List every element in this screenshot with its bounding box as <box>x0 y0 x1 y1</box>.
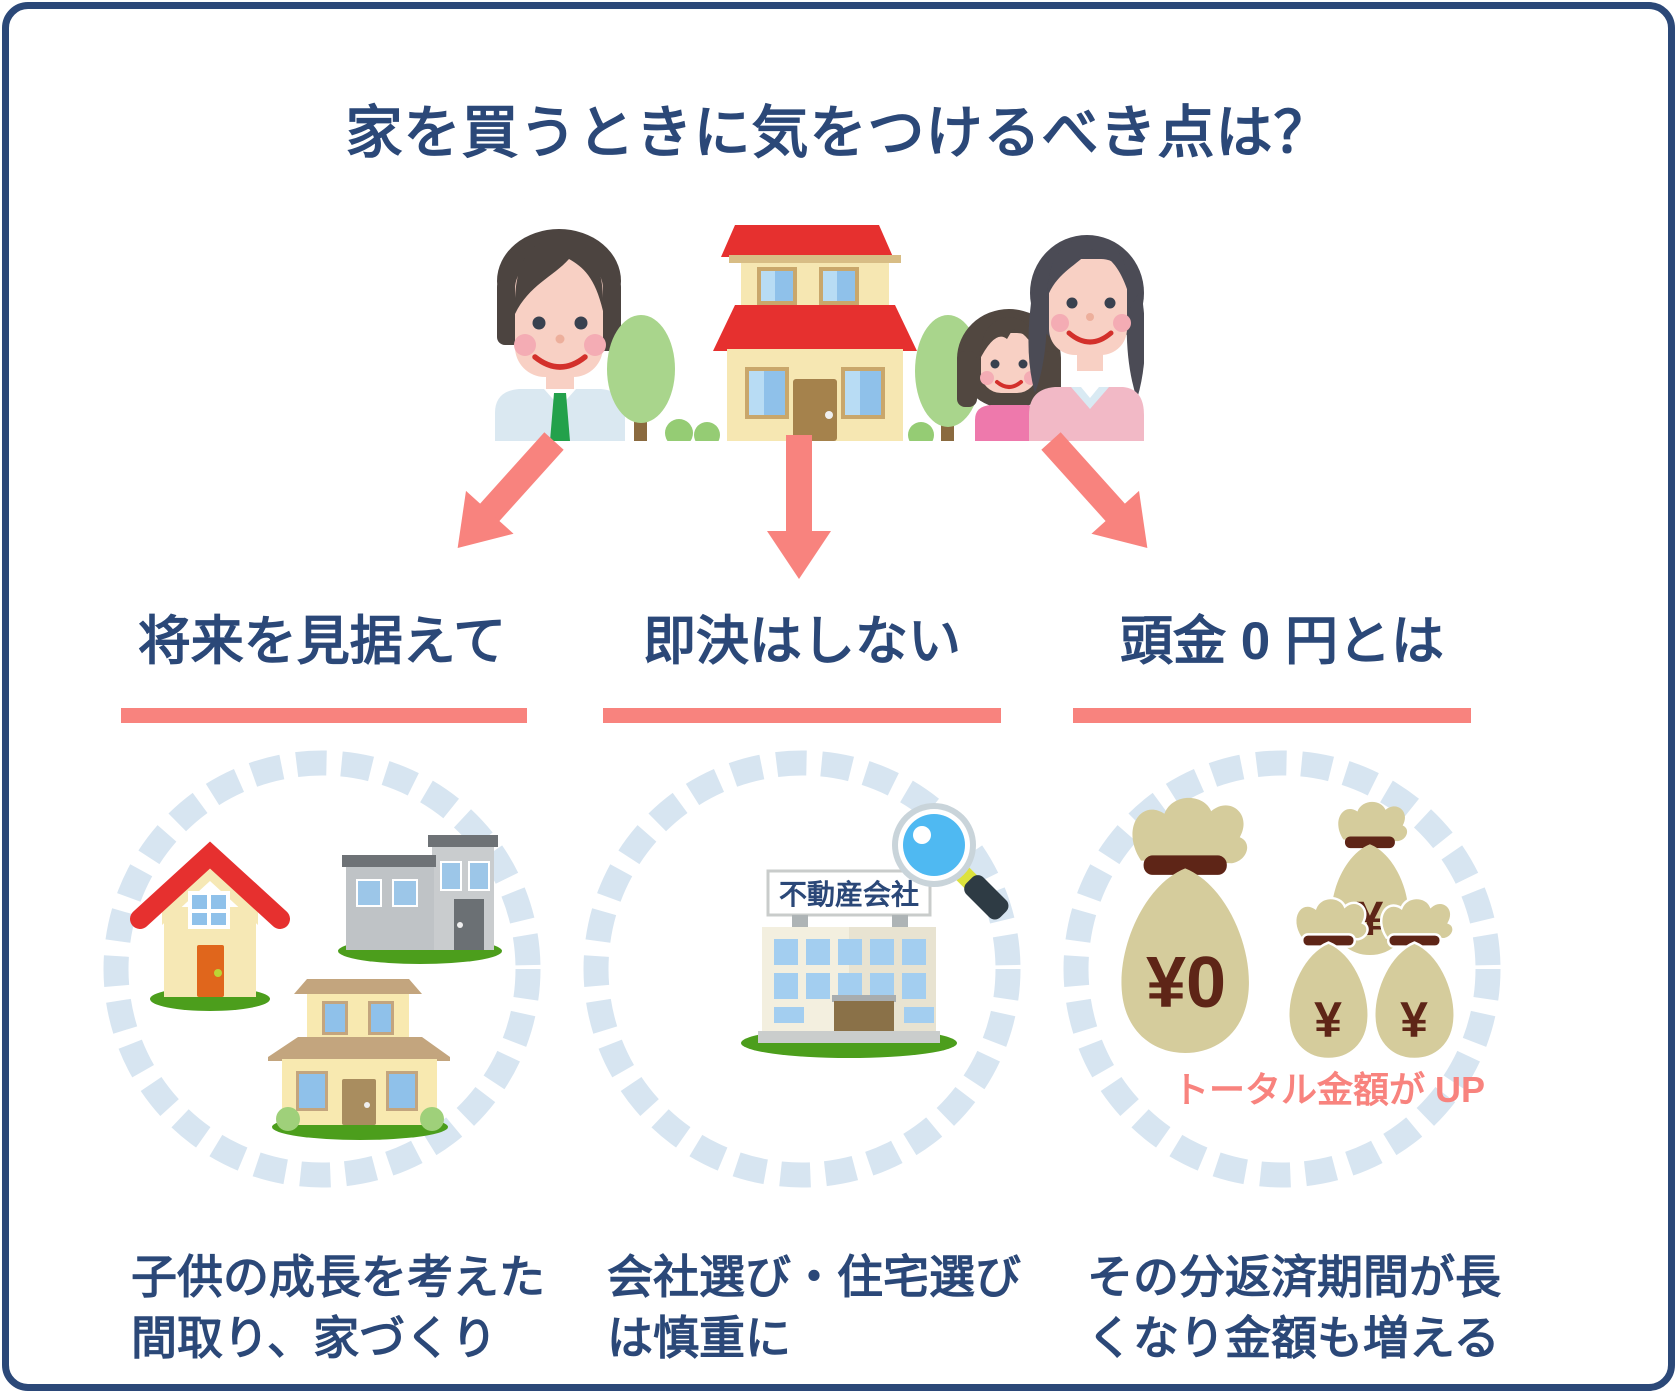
father-figure <box>495 229 625 441</box>
heading-underline <box>603 708 1001 723</box>
houses-circle-illustration <box>103 750 541 1188</box>
caption-future: 子供の成長を考えた間取り、家づくり <box>131 1247 571 1369</box>
heading-underline <box>121 708 527 723</box>
dashed-ring <box>103 750 541 1188</box>
yen-label: ¥ <box>1400 992 1428 1048</box>
small-red-roof-house <box>130 841 290 1011</box>
page-title: 家を買うときに気をつけるべき点は？ <box>345 101 1332 165</box>
house-illustration <box>694 225 934 441</box>
caption-no-snap-decision: 会社選び・住宅選びは慎重に <box>607 1247 1047 1369</box>
real-estate-circle-illustration: 不動産会社 <box>583 750 1021 1188</box>
daughter-figure <box>957 309 1061 441</box>
money-bags-circle-illustration: ¥0 ¥ ¥ ¥ <box>1063 750 1501 1188</box>
dashed-ring <box>1063 750 1501 1188</box>
caption-line: 会社選び・住宅選び <box>607 1251 1021 1303</box>
caption-line: その分返済期間が長 <box>1087 1251 1501 1303</box>
heading-underline <box>1073 708 1471 723</box>
caption-line: 間取り、家づくり <box>131 1312 498 1364</box>
caption-line: くなり金額も増える <box>1087 1312 1500 1364</box>
money-bag-zero: ¥0 <box>1121 797 1249 1053</box>
mother-figure <box>1028 235 1144 441</box>
real-estate-office-building: 不動産会社 <box>741 869 957 1058</box>
column-heading-zero-down-payment: 頭金 0 円とは <box>1120 612 1444 671</box>
arrow-down-right-icon <box>1041 432 1148 549</box>
arrow-down-icon <box>767 435 831 579</box>
money-bag-small-left: ¥ <box>1287 896 1370 1061</box>
arrow-down-left-icon <box>457 432 564 549</box>
yen-zero-label: ¥0 <box>1146 943 1226 1023</box>
money-bag-small-right: ¥ <box>1373 896 1456 1061</box>
caption-line: 子供の成長を考えた <box>131 1251 545 1303</box>
column-heading-no-snap-decision: 即決はしない <box>643 612 961 671</box>
grey-modern-house <box>338 835 502 964</box>
arrows-layer <box>457 432 1148 579</box>
dashed-ring <box>583 750 1021 1188</box>
cream-two-story-house <box>268 979 450 1140</box>
magnifier-icon <box>892 803 1009 920</box>
total-amount-up-note: トータル金額が UP <box>1172 1069 1485 1110</box>
company-sign-label: 不動産会社 <box>779 878 919 910</box>
caption-line: は慎重に <box>607 1312 791 1364</box>
family-house-illustration <box>495 225 1144 441</box>
yen-label: ¥ <box>1314 992 1342 1048</box>
caption-zero-down-payment: その分返済期間が長くなり金額も増える <box>1087 1247 1527 1369</box>
tree-left <box>607 315 693 441</box>
column-heading-future: 将来を見据えて <box>137 612 507 671</box>
